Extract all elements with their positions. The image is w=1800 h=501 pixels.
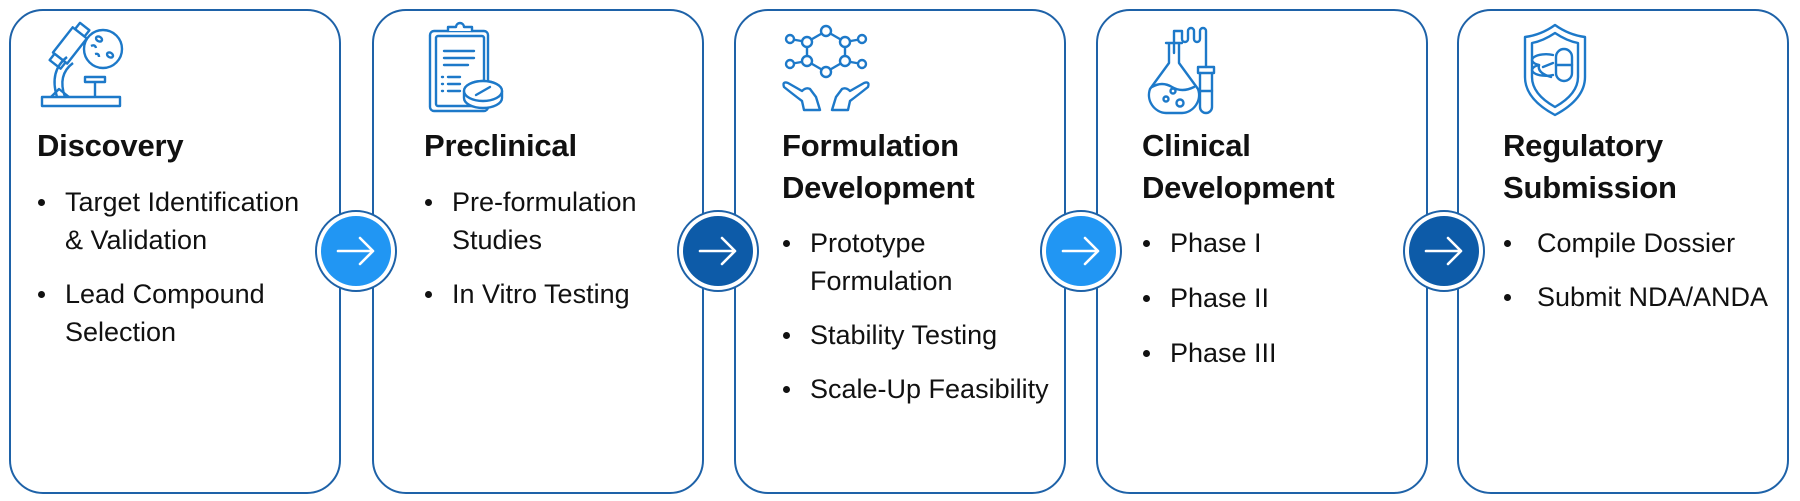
molecule-hands-icon <box>776 21 876 117</box>
list-item: Stability Testing <box>782 316 1052 354</box>
microscope-icon <box>37 21 137 117</box>
stage-title: Regulatory Submission <box>1503 128 1677 205</box>
list-item: Submit NDA/ANDA <box>1503 278 1773 316</box>
bullet-icon <box>38 291 45 298</box>
stage-card-preclinical: Preclinical Pre-formulation Studies In V… <box>372 9 704 494</box>
stage-title: Clinical Development <box>1142 128 1335 205</box>
bullet-icon <box>1143 240 1150 247</box>
stage-items: Target Identification & Validation Lead … <box>37 183 307 367</box>
list-item: Phase III <box>1142 334 1412 372</box>
bullet-icon <box>1504 240 1511 247</box>
stage-card-regulatory-submission: Regulatory Submission Compile Dossier Su… <box>1457 9 1789 494</box>
arrow-right-icon <box>1424 236 1463 266</box>
stage-items: Pre-formulation Studies In Vitro Testing <box>424 183 694 329</box>
list-item: Compile Dossier <box>1503 224 1773 262</box>
bullet-icon <box>783 386 790 393</box>
list-item: Phase II <box>1142 279 1412 317</box>
list-item: Scale-Up Feasibility <box>782 370 1052 408</box>
list-item: Prototype Formulation <box>782 224 1052 300</box>
stage-title: Discovery <box>37 128 184 163</box>
list-item: Lead Compound Selection <box>37 275 307 351</box>
bullet-icon <box>1504 294 1511 301</box>
list-item: Phase I <box>1142 224 1412 262</box>
stage-card-clinical-development: Clinical Development Phase I Phase II Ph… <box>1096 9 1428 494</box>
stage-items: Phase I Phase II Phase III <box>1142 224 1412 388</box>
bullet-icon <box>783 332 790 339</box>
clipboard-pill-icon <box>424 21 524 117</box>
connector-arrow-4 <box>1403 210 1485 292</box>
arrow-right-icon <box>336 236 375 266</box>
stage-title: Formulation Development <box>782 128 975 205</box>
bullet-icon <box>38 199 45 206</box>
stage-items: Prototype Formulation Stability Testing … <box>782 224 1052 424</box>
stage-title: Preclinical <box>424 128 577 163</box>
connector-arrow-3 <box>1040 210 1122 292</box>
arrow-right-icon <box>698 236 737 266</box>
connector-arrow-2 <box>677 210 759 292</box>
bullet-icon <box>1143 295 1150 302</box>
stage-card-discovery: Discovery Target Identification & Valida… <box>9 9 341 494</box>
bullet-icon <box>1143 350 1150 357</box>
list-item: Pre-formulation Studies <box>424 183 694 259</box>
bullet-icon <box>425 291 432 298</box>
list-item: In Vitro Testing <box>424 275 694 313</box>
shield-pill-icon <box>1505 21 1605 117</box>
bullet-icon <box>783 240 790 247</box>
stage-card-formulation-development: Formulation Development Prototype Formul… <box>734 9 1066 494</box>
list-item: Target Identification & Validation <box>37 183 307 259</box>
stage-items: Compile Dossier Submit NDA/ANDA <box>1503 224 1773 332</box>
connector-arrow-1 <box>315 210 397 292</box>
bullet-icon <box>425 199 432 206</box>
arrow-right-icon <box>1061 236 1100 266</box>
lab-flask-icon <box>1140 21 1240 117</box>
